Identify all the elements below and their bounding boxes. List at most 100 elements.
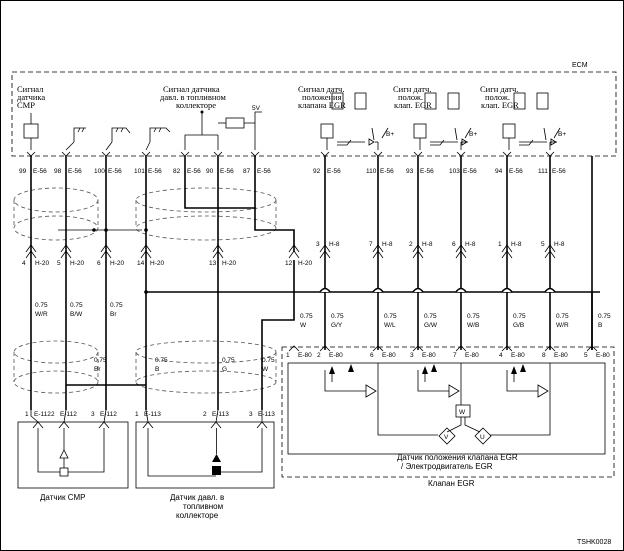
- rail-sensor-label-line2: топливном: [183, 502, 223, 511]
- ecm-section-egr3: Сигн датч. полож. клап. EGR: [480, 84, 519, 110]
- ecm-internal-egr-drivers: B+B+B+: [320, 92, 566, 150]
- wire-size-label: 0.75: [110, 302, 123, 309]
- wire-color-label: W/L: [384, 322, 396, 329]
- ecm-pin-number: 110: [366, 168, 377, 175]
- e80-pin-number: 7: [453, 352, 457, 359]
- shield-upper: [13, 187, 277, 241]
- e80-pin-number: 6: [370, 352, 374, 359]
- ecm-pin-number: 90: [206, 168, 214, 175]
- wire-color-label: B: [155, 366, 159, 373]
- e80-pin-connector: E-80: [382, 352, 396, 359]
- h20-pin-connector: H-20: [298, 260, 312, 267]
- cmp-sensor-box: [17, 421, 129, 489]
- wire-color-label: G/Y: [331, 322, 343, 329]
- ecm-pin-connector: E-56: [187, 168, 201, 175]
- ecm-pin-number: 82: [173, 168, 181, 175]
- e80-pin-number: 4: [499, 352, 503, 359]
- wire-size-label: 0.75: [35, 302, 48, 309]
- ecm-pin-number: 93: [406, 168, 414, 175]
- ecm-pin-mark: [101, 151, 111, 157]
- sensor-pin-connector: E-113: [144, 411, 161, 418]
- egr-valve-box: [281, 346, 615, 478]
- ecm-section-rail-line2: давл. в топливном: [160, 92, 226, 102]
- ecm-pin-connector: E-56: [420, 168, 434, 175]
- wire-size-label: 0.75: [424, 313, 437, 320]
- rail-sensor-label-line1: Датчик давл. в: [170, 493, 224, 502]
- sensor-pin-connector: E-112: [100, 411, 117, 418]
- ecm-section-cmp: Сигнал датчика CMP: [17, 84, 45, 110]
- ecm-pin-number: 103: [449, 168, 460, 175]
- wire-size-label: 0.75: [513, 313, 526, 320]
- ecm-section-egr3-line2: полож.: [485, 92, 510, 102]
- ecm-bplus-label: B+: [386, 131, 394, 138]
- ecm-pin-mark: [180, 151, 190, 157]
- ecm-pin-number: 111: [538, 168, 548, 175]
- h8-pin-connector: H-8: [382, 241, 393, 248]
- ecm-pin-connector: E-56: [68, 168, 82, 175]
- rail-sensor-box: [135, 421, 275, 489]
- h20-pin-number: 14: [137, 260, 145, 267]
- ecm-pin-mark: [456, 151, 466, 157]
- h20-pin-number: 5: [57, 260, 61, 267]
- sensor-pin-connector: E-112: [34, 411, 51, 418]
- e80-pin-connector: E-80: [422, 352, 436, 359]
- wire-size-label: 0.75: [556, 313, 569, 320]
- ecm-pin-mark: [250, 151, 260, 157]
- wire-size-label: 0.75: [467, 313, 480, 320]
- h20-pin-number: 13: [209, 260, 217, 267]
- egr-sensor-box: [287, 362, 606, 455]
- ecm-pin-connector: E-56: [33, 168, 47, 175]
- e80-pin-number: 5: [584, 352, 588, 359]
- ecm-section-egr1-line1: Сигнал датч.: [298, 84, 344, 94]
- ecm-5v-label: 5V: [252, 105, 261, 112]
- h8-pin-connector: H-8: [422, 241, 433, 248]
- ecm-section-egr2-line1: Сигн датч.: [393, 84, 431, 94]
- wire-size-label: 0.75: [222, 357, 235, 364]
- h8-pin-connector: H-8: [554, 241, 565, 248]
- wire-size-label: 0.75: [94, 357, 107, 364]
- wire-color-label: W/R: [556, 322, 569, 329]
- e80-pin-number: 1: [286, 352, 290, 359]
- h20-pin-connector: H-20: [35, 260, 49, 267]
- wire-size-label: 0.75: [300, 313, 313, 320]
- motor-v-label: V: [444, 434, 449, 441]
- ecm-section-egr1-line3: клапана EGR: [298, 100, 346, 110]
- ecm-section-cmp-line3: CMP: [17, 100, 35, 110]
- h8-pin-number: 3: [316, 241, 320, 248]
- ecm-label: ECM: [572, 62, 588, 69]
- e80-pin-connector: E-80: [329, 352, 343, 359]
- ecm-pin-number: 99: [19, 168, 27, 175]
- rail-sensor-label-line3: коллекторе: [176, 511, 219, 520]
- ecm-internal-rail: 5V: [184, 105, 262, 150]
- h8-pin-connector: H-8: [329, 241, 340, 248]
- ecm-pin-mark: [545, 151, 555, 157]
- ecm-bplus-label: B+: [469, 131, 477, 138]
- e80-pin-connector: E-80: [511, 352, 525, 359]
- ecm-pin-mark: [213, 151, 223, 157]
- ecm-pin-mark: [61, 151, 71, 157]
- ecm-pin-connector: E-56: [257, 168, 271, 175]
- ecm-pin-connector: E-56: [509, 168, 523, 175]
- h20-pin-connector: H-20: [110, 260, 124, 267]
- h8-pin-number: 6: [452, 241, 456, 248]
- ecm-pin-connector: E-56: [327, 168, 341, 175]
- sensor-pin-number: 1: [135, 411, 139, 418]
- sensor-pin-number: 3: [91, 411, 95, 418]
- h8-pin-number: 7: [369, 241, 373, 248]
- ecm-pin-mark: [413, 151, 423, 157]
- h20-pin-number: 12: [285, 260, 293, 267]
- figure-id: TSHK0028: [577, 539, 611, 546]
- ecm-section-egr2: Сигн датч. полож. клап. EGR: [393, 84, 432, 110]
- ecm-section-egr3-line3: клап. EGR: [481, 100, 519, 110]
- e80-pin-connector: E-80: [596, 352, 610, 359]
- wire-color-label: B: [598, 322, 602, 329]
- sensor-pin-number: 3: [249, 411, 253, 418]
- e80-pin-number: 3: [410, 352, 414, 359]
- e80-pin-connector: E-80: [298, 352, 312, 359]
- wire-size-label: 0.75: [384, 313, 397, 320]
- ecm-pin-connector: E-56: [552, 168, 566, 175]
- motor-u-label: U: [480, 434, 485, 441]
